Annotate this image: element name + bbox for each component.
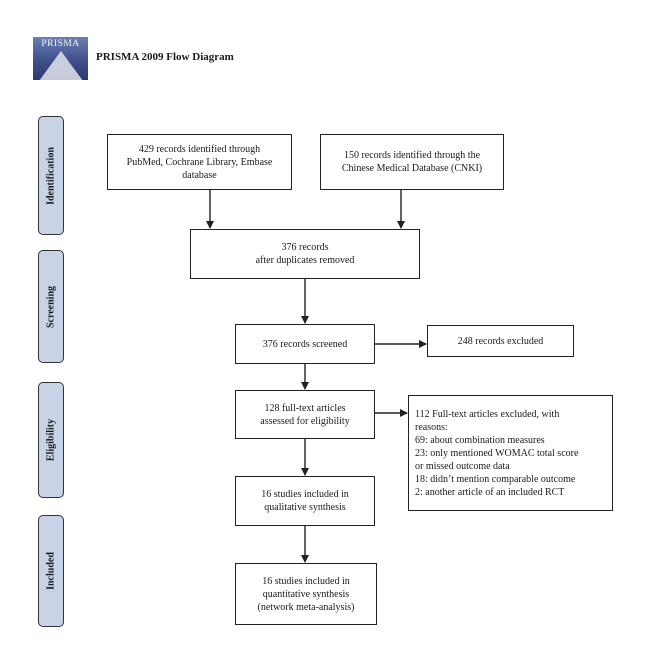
box-fulltext-excluded-line: reasons: bbox=[415, 421, 448, 433]
box-after-duplicates: 376 records after duplicates removed bbox=[190, 229, 420, 279]
box-db-records-line: PubMed, Cochrane Library, Embase bbox=[126, 156, 273, 168]
box-quantitative-line: 16 studies included in bbox=[262, 575, 350, 587]
box-screened: 376 records screened bbox=[235, 324, 375, 364]
box-fulltext-excluded-line: 69: about combination measures bbox=[415, 434, 545, 446]
box-fulltext-excluded-line: 18: didn’t mention comparable outcome bbox=[415, 473, 576, 485]
box-db-records-line: database bbox=[182, 169, 217, 181]
stage-screening: Screening bbox=[38, 250, 64, 363]
box-qualitative: 16 studies included in qualitative synth… bbox=[235, 476, 375, 526]
logo-triangle-icon bbox=[39, 51, 83, 80]
box-db-records-line: 429 records identified through bbox=[138, 143, 261, 155]
box-quantitative: 16 studies included in quantitative synt… bbox=[235, 563, 377, 625]
box-qualitative-line: 16 studies included in bbox=[261, 489, 349, 500]
box-fulltext-line: assessed for eligibility bbox=[260, 415, 350, 427]
box-fulltext-excluded-line: 2: another article of an included RCT bbox=[415, 486, 565, 498]
stage-included: Included bbox=[38, 515, 64, 627]
box-qualitative-line: qualitative synthesis bbox=[264, 502, 346, 513]
box-screened-line: 376 records screened bbox=[262, 338, 348, 350]
box-after-duplicates-line: 376 records bbox=[281, 242, 329, 253]
box-excluded: 248 records excluded bbox=[427, 325, 574, 357]
box-db-records: 429 records identified through PubMed, C… bbox=[107, 134, 292, 190]
box-fulltext-line: 128 full-text articles bbox=[264, 402, 346, 414]
box-cnki-records: 150 records identified through the Chine… bbox=[320, 134, 504, 190]
prisma-logo: PRISMA bbox=[33, 37, 88, 80]
box-fulltext-excluded-line: 23: only mentioned WOMAC total score bbox=[415, 447, 579, 459]
box-cnki-records-line: 150 records identified through the bbox=[343, 150, 481, 161]
box-excluded-line: 248 records excluded bbox=[457, 335, 544, 347]
box-fulltext-excluded-line: or missed outcome data bbox=[415, 460, 510, 472]
box-fulltext-excluded-line: 112 Full-text articles excluded, with bbox=[415, 408, 560, 420]
box-cnki-records-line: Chinese Medical Database (CNKI) bbox=[341, 163, 483, 174]
box-fulltext: 128 full-text articles assessed for elig… bbox=[235, 390, 375, 439]
stage-eligibility: Eligibility bbox=[38, 382, 64, 498]
box-fulltext-excluded: 112 Full-text articles excluded, with re… bbox=[408, 395, 613, 511]
box-quantitative-line: quantitative synthesis bbox=[262, 588, 350, 600]
box-after-duplicates-line: after duplicates removed bbox=[255, 255, 355, 266]
box-quantitative-line: (network meta-analysis) bbox=[257, 601, 355, 613]
logo-text: PRISMA bbox=[41, 39, 80, 49]
stage-identification: Identification bbox=[38, 116, 64, 235]
diagram-title: PRISMA 2009 Flow Diagram bbox=[96, 51, 234, 63]
